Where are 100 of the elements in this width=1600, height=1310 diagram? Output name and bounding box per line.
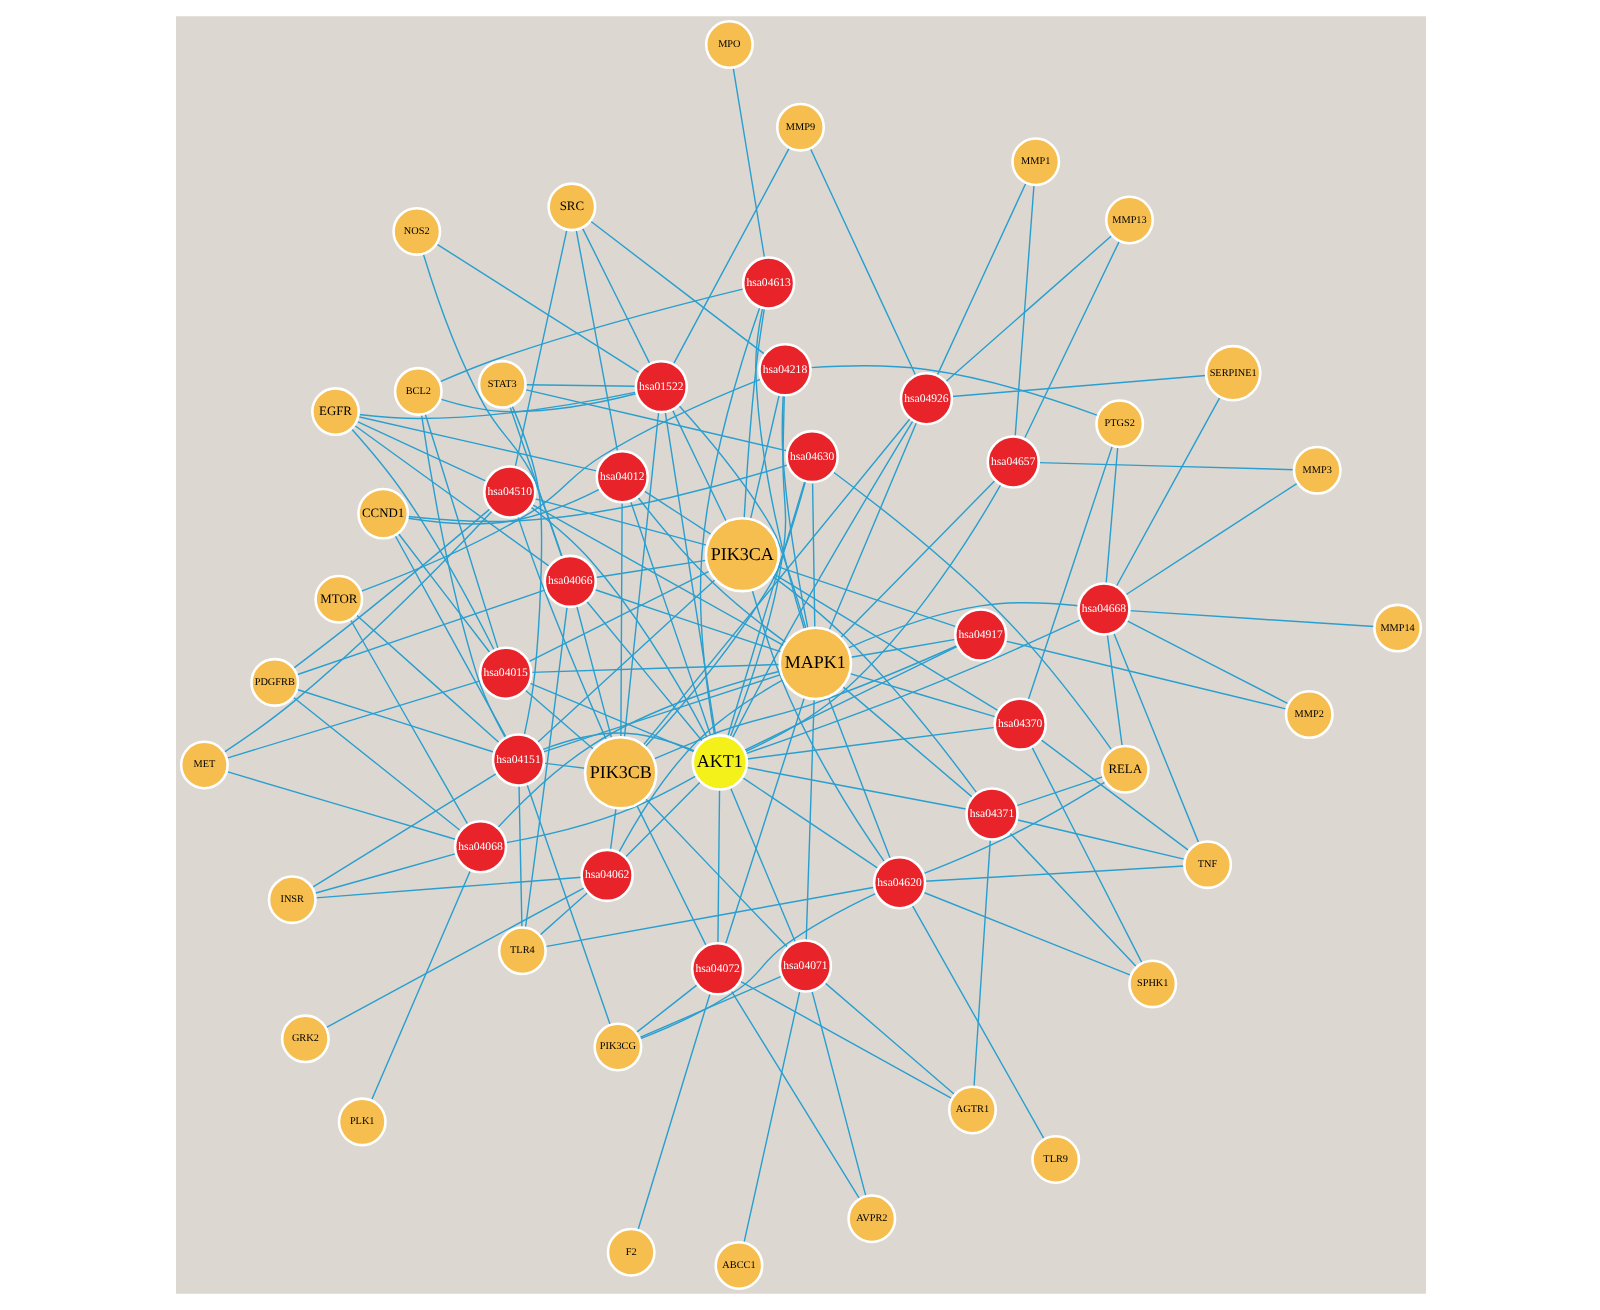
connector <box>608 807 616 851</box>
connector <box>849 638 956 658</box>
connector <box>523 606 567 928</box>
connector <box>671 147 790 365</box>
connector <box>923 865 1184 882</box>
connector <box>495 670 780 829</box>
connector <box>622 411 659 738</box>
connector <box>744 619 1081 755</box>
connector <box>1125 620 1289 705</box>
connector <box>584 600 703 742</box>
connector <box>396 532 490 654</box>
connector <box>637 975 782 1039</box>
connector <box>525 783 610 1026</box>
connector <box>354 614 500 744</box>
connector <box>804 698 814 942</box>
connector <box>406 488 600 525</box>
connector <box>538 891 588 936</box>
connector <box>643 798 788 948</box>
connector <box>728 787 796 943</box>
connector <box>313 852 456 894</box>
connector <box>524 384 636 387</box>
connector <box>295 688 494 753</box>
connector <box>731 67 765 259</box>
connector <box>310 772 497 888</box>
connector <box>754 307 805 630</box>
connector <box>291 507 491 670</box>
connector <box>542 762 585 769</box>
connector <box>848 672 996 718</box>
connector <box>540 673 781 753</box>
connector <box>716 789 720 944</box>
connector <box>529 663 779 674</box>
node-circle: PIK3CB <box>582 735 657 810</box>
connector <box>575 605 612 739</box>
connector <box>225 680 481 759</box>
connector <box>504 775 696 844</box>
connector <box>295 588 546 676</box>
connector <box>406 464 788 523</box>
connector <box>1111 631 1199 844</box>
connector <box>435 243 640 374</box>
connector <box>770 575 977 794</box>
node-circle: MAPK1 <box>777 626 852 701</box>
connector <box>663 411 716 737</box>
connector <box>822 981 955 1096</box>
connector <box>748 393 779 520</box>
connector <box>808 147 916 377</box>
connector <box>536 578 716 744</box>
connector <box>839 479 996 639</box>
connector <box>593 559 706 579</box>
connector <box>826 696 891 860</box>
connector <box>636 496 786 644</box>
connector <box>775 565 957 628</box>
connector <box>530 503 784 647</box>
node-circle: AKT1 <box>690 734 748 791</box>
connector <box>1003 640 1287 710</box>
connector <box>635 804 706 947</box>
connector <box>517 784 522 929</box>
connector <box>743 483 1001 753</box>
connector <box>543 886 875 948</box>
connector <box>438 288 744 383</box>
connector <box>729 989 860 1200</box>
connector <box>738 980 952 1100</box>
connector <box>641 417 910 746</box>
connector <box>935 182 1026 377</box>
connector <box>628 500 711 738</box>
connector <box>523 388 787 452</box>
connector <box>540 732 695 752</box>
connector <box>574 229 618 453</box>
connector <box>1030 746 1142 964</box>
connector <box>944 234 1112 383</box>
connector <box>532 497 707 546</box>
connector <box>349 428 494 651</box>
connector <box>780 394 808 629</box>
connector <box>1127 609 1374 628</box>
connector <box>510 404 542 736</box>
connector <box>670 408 727 523</box>
connector <box>677 404 806 629</box>
connector <box>726 480 805 737</box>
connector <box>921 781 1106 875</box>
connector <box>291 696 460 832</box>
connector <box>652 644 958 760</box>
connector <box>745 726 995 760</box>
connector <box>1013 184 1034 438</box>
connector <box>638 892 876 1040</box>
connector <box>771 573 999 712</box>
connector <box>523 689 594 750</box>
connector <box>357 391 636 420</box>
connector <box>369 869 471 1101</box>
connector <box>730 419 913 739</box>
connector <box>742 645 958 752</box>
connector <box>359 378 761 592</box>
connector <box>619 501 622 738</box>
connector <box>810 481 815 629</box>
connector <box>644 480 806 747</box>
connector <box>808 365 1098 417</box>
connector <box>636 992 710 1231</box>
connector <box>1105 633 1122 747</box>
connector <box>526 570 710 663</box>
connector <box>742 990 800 1244</box>
connector <box>728 394 786 738</box>
connector <box>723 697 805 946</box>
